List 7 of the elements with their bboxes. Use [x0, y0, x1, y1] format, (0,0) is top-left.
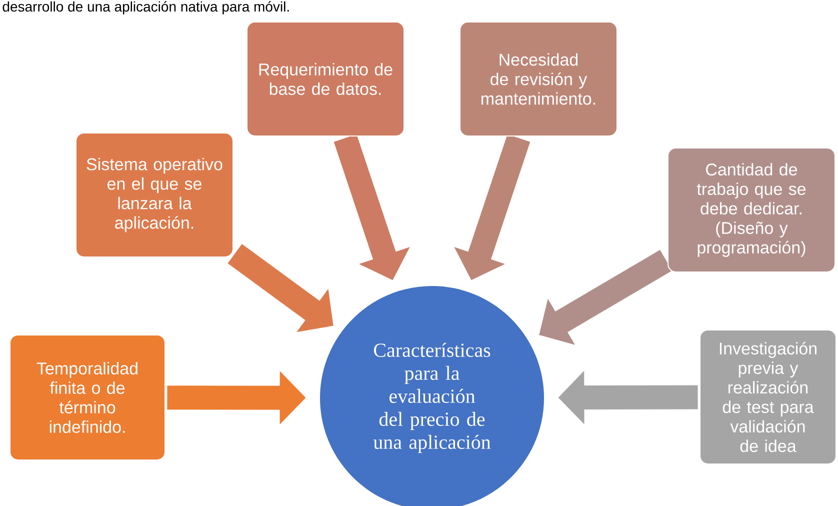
text-box: Investigación previa y realización de test para validación de idea [700, 330, 836, 464]
text-box: Necesidad de revisión y mantenimiento. [460, 22, 618, 136]
text-box: Temporalidad finita o de término indefinido. [10, 334, 166, 460]
heading-text: desarrollo de una aplicación nativa para móvil. [2, 1, 289, 14]
text-box: Cantidad de trabajo que se debe dedicar. (Diseño y programación) [668, 148, 836, 272]
text-box: Sistema operativo en el que se lanzara la aplicación. [76, 132, 234, 258]
text-box: Requerimiento de base de datos. [246, 22, 404, 136]
